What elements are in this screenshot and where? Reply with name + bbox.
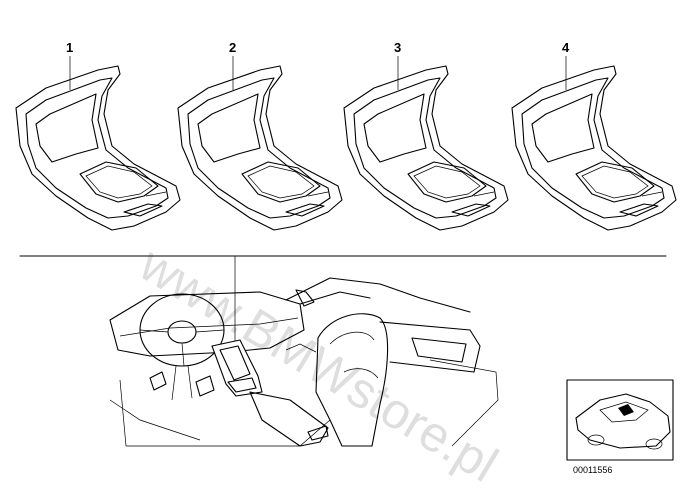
callout-4: 4 [562, 40, 570, 55]
interior-illustration [109, 277, 499, 447]
trim-panel-3 [343, 65, 509, 231]
callout-1: 1 [66, 40, 74, 55]
trim-panel-2 [177, 65, 343, 231]
diagram-drawing [15, 56, 677, 461]
parts-diagram: 1 2 3 4 www.BMWstore.pl 00011556 [15, 40, 677, 493]
leader-lines [69, 56, 567, 90]
callout-3: 3 [394, 40, 402, 55]
diagram-code: 00011556 [573, 465, 613, 475]
callout-2: 2 [229, 40, 237, 55]
trim-panel-4 [511, 65, 677, 231]
trim-panel-1 [15, 65, 181, 231]
vehicle-thumbnail [566, 379, 674, 461]
